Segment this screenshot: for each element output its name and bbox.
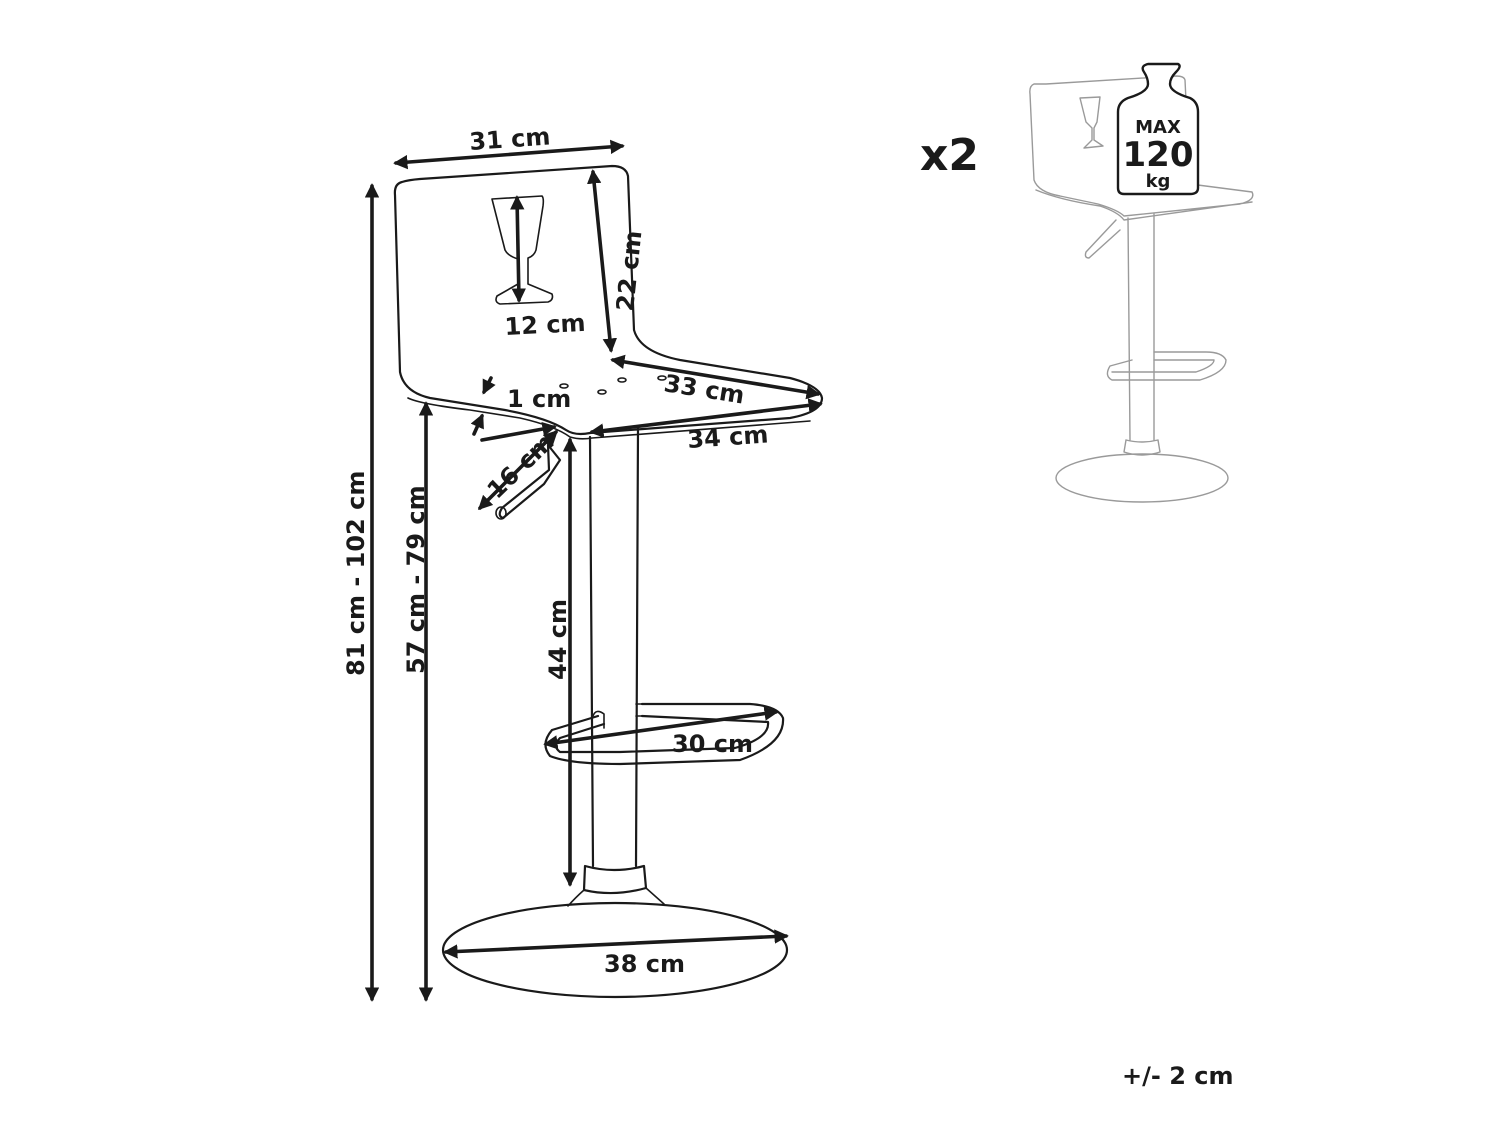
- thickness-arrow-top: [482, 376, 496, 395]
- handle-cutout: [491, 195, 554, 305]
- seat-hole: [617, 377, 627, 383]
- footrest-height-label: 44 cm: [544, 599, 572, 680]
- quantity-label: x2: [920, 130, 979, 181]
- dimension-labels: 31 cm 22 cm 12 cm 33 cm 1 cm 34 cm 16 cm…: [342, 122, 769, 978]
- handle-height-label: 12 cm: [504, 309, 586, 341]
- weight-max-label: MAX: [1135, 117, 1181, 138]
- seat-depth-label: 33 cm: [662, 369, 746, 409]
- handle-height-arrow: [510, 195, 526, 303]
- weight-icon: [1116, 62, 1200, 196]
- backrest-height-label: 22 cm: [611, 229, 647, 312]
- seat-hole: [559, 383, 569, 389]
- mini-seat-shell: [1029, 75, 1254, 221]
- seat-width-label: 34 cm: [686, 420, 769, 454]
- mini-lever: [1084, 219, 1121, 259]
- backrest-width-arrow: [393, 139, 625, 170]
- mini-footrest: [1106, 351, 1227, 381]
- mini-handle: [1079, 96, 1104, 149]
- backrest-height-arrow: [586, 169, 618, 353]
- seat-width-arrow: [589, 398, 823, 438]
- stool-outline: [393, 164, 824, 999]
- tolerance-note: +/- 2 cm: [1122, 1062, 1233, 1090]
- weight-unit-label: kg: [1146, 171, 1171, 192]
- gas-column: [588, 426, 640, 868]
- mini-base: [1055, 453, 1229, 503]
- footrest-width-arrow: [543, 706, 779, 750]
- mini-column: [1123, 213, 1161, 456]
- column-collar: [582, 864, 648, 895]
- lever-length-arrow: [477, 429, 559, 511]
- base-diameter-label: 38 cm: [604, 950, 685, 978]
- seat-height-label: 57 cm - 79 cm: [402, 485, 430, 674]
- dimension-lines: [364, 139, 823, 1002]
- seat-shell-outline: [393, 164, 824, 436]
- footrest-width-label: 30 cm: [672, 730, 753, 758]
- weight-badge: MAX 120 kg: [1116, 62, 1200, 196]
- seat-depth-arrow: [610, 354, 821, 400]
- seat-hole: [597, 389, 607, 395]
- thickness-arrow-bottom: [470, 413, 484, 436]
- mini-stool-illustration: [1029, 75, 1254, 503]
- base-diameter-arrow: [443, 929, 789, 959]
- total-height-label: 81 cm - 102 cm: [342, 471, 370, 676]
- backrest-width-label: 31 cm: [468, 122, 551, 156]
- weight-value-label: 120: [1123, 135, 1194, 175]
- seat-thickness-label: 1 cm: [507, 385, 571, 413]
